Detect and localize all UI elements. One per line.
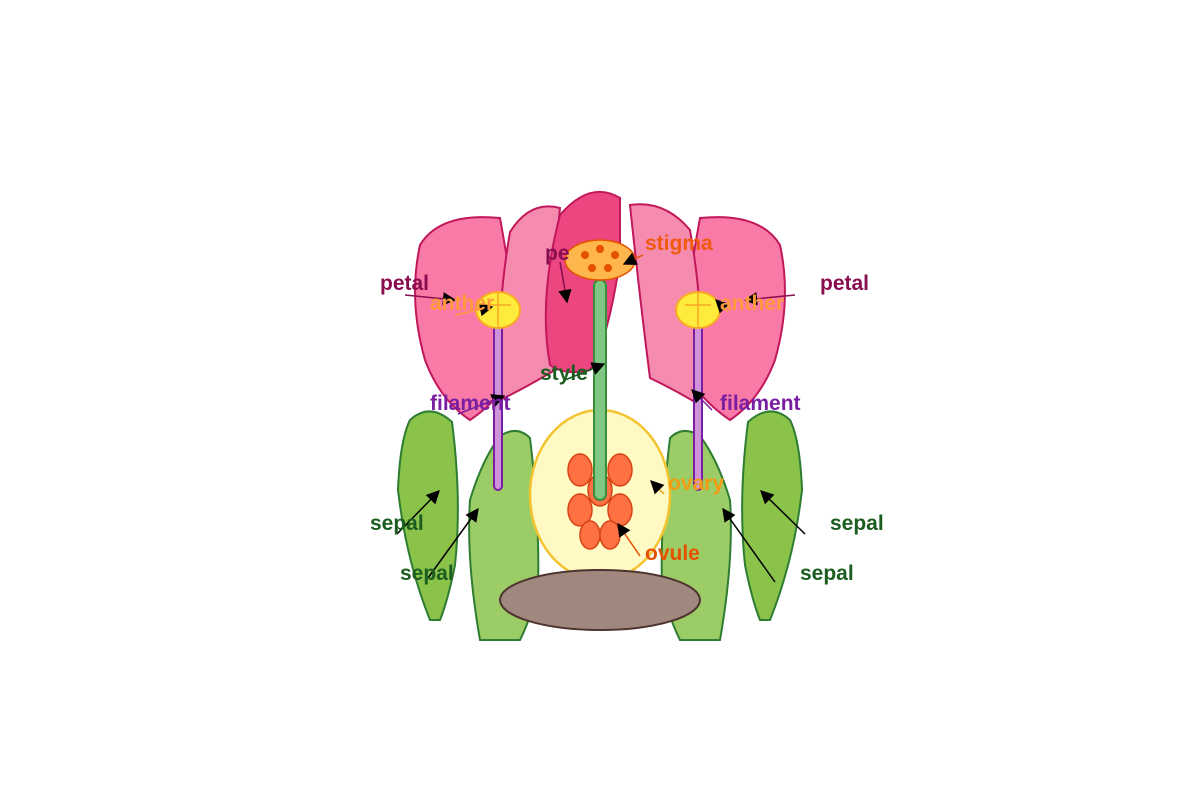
label-ovary: ovary: [668, 472, 724, 495]
leader-anther-right: [715, 299, 730, 314]
ovule: [607, 453, 633, 487]
leader-petal-right: [743, 292, 796, 306]
label-sepal-inner-left: sepal: [400, 562, 454, 585]
filament-right: [693, 317, 703, 491]
leader-sepal-inner-left: [427, 507, 479, 579]
leader-filament-left: [457, 394, 506, 415]
leader-sepal-outer-left: [396, 490, 440, 535]
label-sepal-inner-right: sepal: [800, 562, 854, 585]
label-filament-right: filament: [720, 392, 801, 415]
leader-filament-right: [691, 389, 713, 411]
leader-petal-center: [558, 261, 572, 304]
label-ovule: ovule: [645, 542, 700, 565]
leader-ovary: [650, 480, 665, 495]
label-sepal-outer-left: sepal: [370, 512, 424, 535]
label-sepal-outer-right: sepal: [830, 512, 884, 535]
ovule: [567, 453, 593, 487]
ovule: [579, 520, 601, 550]
leader-sepal-outer-right: [760, 490, 806, 535]
leader-sepal-inner-right: [722, 507, 776, 583]
label-stigma: stigma: [645, 232, 713, 255]
leader-stigma: [622, 252, 644, 265]
ovule: [599, 520, 621, 550]
leader-lines: [396, 252, 806, 583]
label-anther-left: anther: [430, 292, 494, 315]
leader-style: [564, 362, 606, 381]
anther-right: [675, 291, 721, 329]
label-style: style: [540, 362, 588, 385]
label-petal-right: petal: [820, 272, 869, 295]
leader-petal-left: [404, 292, 457, 306]
stigma-dots: [581, 245, 619, 272]
style: [593, 279, 607, 501]
receptacle: [499, 569, 701, 631]
sepal-outer-left: [396, 410, 459, 621]
sepal-outer-right: [741, 410, 804, 621]
leader-ovule: [617, 522, 641, 557]
label-anther-right: anther: [720, 292, 784, 315]
label-filament-left: filament: [430, 392, 511, 415]
ovule: [567, 493, 593, 527]
leader-anther-left: [454, 302, 494, 317]
label-petal-left: petal: [380, 272, 429, 295]
label-petal-center: pe: [545, 242, 570, 265]
